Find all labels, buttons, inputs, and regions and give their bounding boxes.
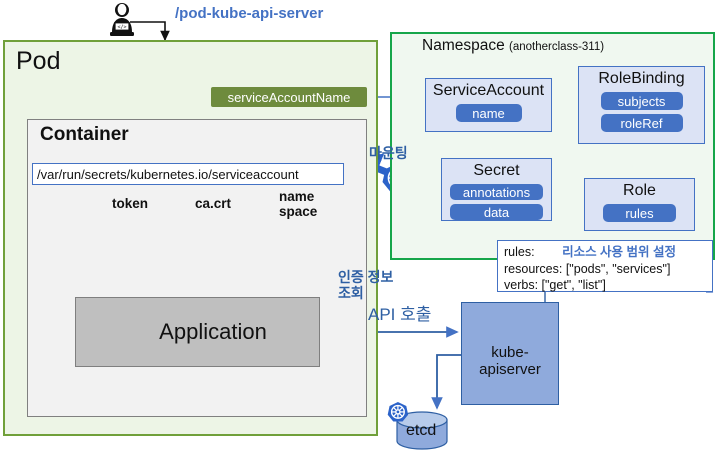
- url-annotation: /pod-kube-api-server: [175, 5, 324, 22]
- mount-path-field[interactable]: /var/run/secrets/kubernetes.io/serviceac…: [32, 163, 344, 185]
- api-call-annotation: API 호출: [368, 305, 432, 324]
- callout-line3: verbs: ["get", "list"]: [504, 278, 606, 293]
- auth-lookup-line1: 인증 정보: [338, 269, 394, 285]
- application-label: Application: [159, 319, 267, 344]
- service-account-title: ServiceAccount: [432, 82, 545, 99]
- svg-text:</>: </>: [117, 25, 126, 31]
- service-account-box: ServiceAccount name: [425, 78, 552, 132]
- developer-laptop-icon: </>: [110, 3, 134, 36]
- kube-apiserver-label: kube- apiserver: [479, 344, 541, 379]
- etcd-label: etcd: [406, 422, 437, 439]
- auth-lookup-line2: 조회: [338, 284, 364, 301]
- pod-title: Pod: [16, 47, 61, 75]
- role-binding-field-roleref: roleRef: [600, 114, 683, 132]
- application-box: Application: [75, 297, 320, 367]
- secret-field-annotations: annotations: [450, 184, 543, 200]
- namespace-title: Namespace (anotherclass-311): [422, 37, 605, 54]
- file-label-namespace-line1: name: [279, 189, 315, 204]
- etcd-database-shape: [396, 411, 448, 450]
- kube-apiserver-box: kube- apiserver: [461, 302, 559, 405]
- role-field-rules: rules: [603, 204, 676, 222]
- container-title: Container: [40, 124, 129, 145]
- secret-title: Secret: [473, 162, 520, 179]
- role-box: Role rules: [584, 178, 695, 231]
- role-binding-field-subjects: subjects: [600, 92, 683, 110]
- file-label-namespace-line2: space: [279, 204, 318, 219]
- callout-line1: rules: 리소스 사용 범위 설정: [504, 244, 712, 261]
- rules-callout: rules: 리소스 사용 범위 설정 resources: ["pods", …: [497, 240, 713, 292]
- role-binding-title: RoleBinding: [598, 70, 685, 87]
- role-title: Role: [623, 182, 656, 199]
- namespace-title-text: Namespace: [422, 37, 505, 54]
- callout-line2: resources: ["pods", "services"]: [504, 261, 671, 276]
- auth-lookup-annotation: 인증 정보 조회: [338, 269, 394, 301]
- file-label-token: token: [112, 196, 149, 211]
- service-account-field-name: name: [455, 104, 522, 122]
- namespace-name: (anotherclass-311): [509, 41, 605, 53]
- callout-rules-key: rules:: [504, 245, 535, 259]
- mounting-annotation: 마운팅: [369, 145, 408, 161]
- role-binding-box: RoleBinding subjects roleRef: [578, 66, 705, 144]
- kube-apiserver-label-line2: apiserver: [479, 360, 541, 378]
- secret-field-data: data: [450, 204, 543, 220]
- kubernetes-wheel-icon: [387, 402, 409, 422]
- secret-box: Secret annotations data: [441, 158, 552, 221]
- callout-korean-note: 리소스 사용 범위 설정: [562, 245, 676, 259]
- file-label-cacrt: ca.crt: [195, 196, 232, 211]
- service-account-name-pill: serviceAccountName: [211, 87, 367, 107]
- file-label-namespace: name space: [279, 189, 317, 219]
- kube-apiserver-label-line1: kube-: [491, 344, 529, 361]
